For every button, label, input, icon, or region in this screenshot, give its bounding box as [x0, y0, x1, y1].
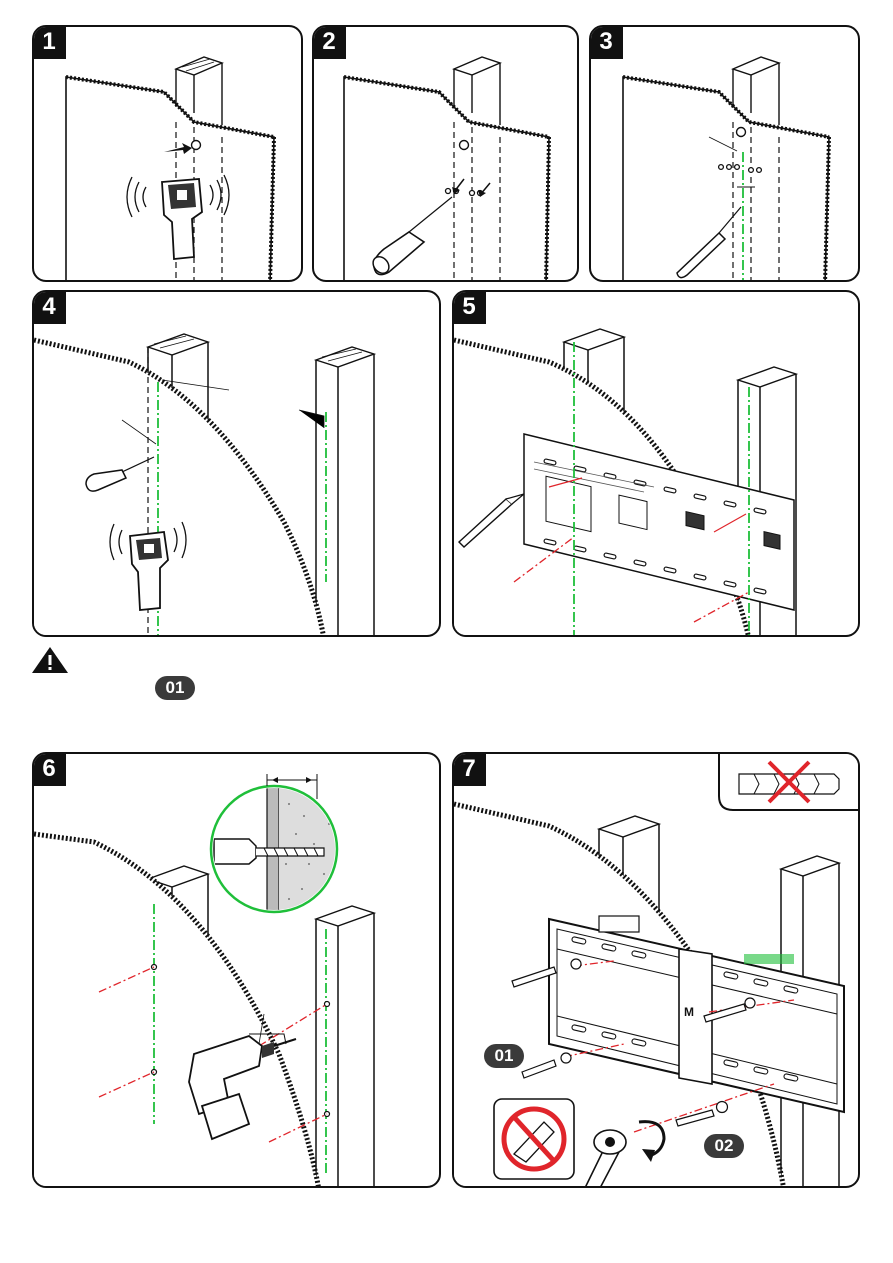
step-7-illustration: M	[454, 754, 860, 1188]
step-4-panel: 4	[32, 290, 441, 637]
step-number: 4	[32, 290, 66, 324]
step-2-panel: 2	[312, 25, 579, 282]
step-4-illustration	[34, 292, 441, 637]
step-1-panel: 1	[32, 25, 303, 282]
step-6-illustration	[34, 754, 441, 1188]
step-number: 2	[312, 25, 346, 59]
step-3-illustration	[591, 27, 860, 282]
step-number: 7	[452, 752, 486, 786]
warning-icon	[30, 645, 70, 675]
step-6-panel: 6	[32, 752, 441, 1188]
step-number: 3	[589, 25, 623, 59]
no-anchor-icon	[719, 754, 860, 810]
part-badge-02: 02	[704, 1134, 744, 1158]
step-7-panel: 7	[452, 752, 860, 1188]
step-number: 5	[452, 290, 486, 324]
step-3-panel: 3	[589, 25, 860, 282]
step-2-illustration	[314, 27, 579, 282]
step-5-panel: 5	[452, 290, 860, 637]
step-1-illustration	[34, 27, 303, 282]
brand-logo-mark: M	[684, 1005, 694, 1019]
no-power-tool-icon	[494, 1099, 574, 1179]
part-badge-01: 01	[484, 1044, 524, 1068]
part-badge-01: 01	[155, 676, 195, 700]
step-number: 6	[32, 752, 66, 786]
step-number: 1	[32, 25, 66, 59]
step-5-illustration	[454, 292, 860, 637]
